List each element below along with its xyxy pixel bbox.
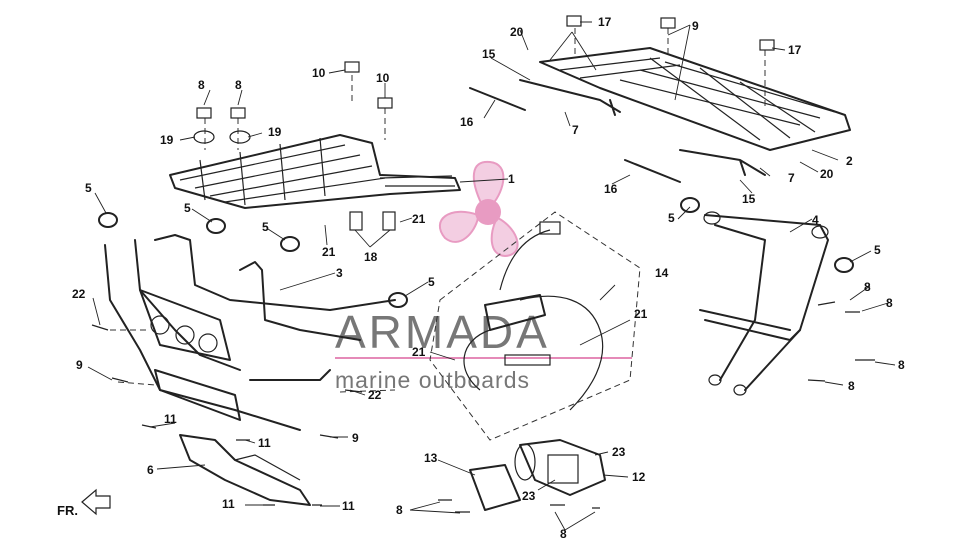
callout-8: 8	[898, 358, 905, 372]
callout-20: 20	[510, 25, 524, 39]
callout-12: 12	[632, 470, 646, 484]
rear-frame	[699, 211, 829, 396]
callout-17: 17	[788, 43, 802, 57]
front-direction-arrow	[81, 488, 111, 516]
callout-5: 5	[184, 201, 191, 215]
callout-21: 21	[634, 307, 648, 321]
callout-21: 21	[412, 212, 426, 226]
callout-5: 5	[85, 181, 92, 195]
wiring-harness	[463, 221, 604, 411]
callout-11: 11	[222, 497, 235, 511]
callout-1: 1	[508, 172, 515, 186]
callout-8: 8	[198, 78, 205, 92]
callout-14: 14	[655, 266, 669, 280]
front-rack	[169, 134, 461, 209]
callout-8: 8	[864, 280, 871, 294]
callout-9: 9	[352, 431, 359, 445]
callout-10: 10	[376, 71, 390, 85]
watermark-brand: ARMADA	[335, 306, 550, 358]
callout-3: 3	[336, 266, 343, 280]
callout-9: 9	[692, 19, 699, 33]
front-bumper	[104, 234, 396, 431]
watermark-propeller-logo	[438, 160, 519, 258]
callout-8: 8	[848, 379, 855, 393]
callout-22: 22	[72, 287, 86, 301]
callout-16: 16	[604, 182, 618, 196]
callout-11: 11	[342, 499, 355, 513]
callout-5: 5	[428, 275, 435, 289]
callout-15: 15	[742, 192, 756, 206]
watermark-tagline: marine outboards	[335, 367, 530, 393]
callout-8: 8	[886, 296, 893, 310]
callout-8: 8	[396, 503, 403, 517]
callout-22: 22	[368, 388, 382, 402]
wiring-harness-outline	[429, 211, 641, 441]
callout-21: 21	[412, 345, 426, 359]
callout-11: 11	[164, 412, 177, 426]
callout-9: 9	[76, 358, 83, 372]
callout-23: 23	[522, 489, 536, 503]
callout-20: 20	[820, 167, 834, 181]
callout-5: 5	[668, 211, 675, 225]
callout-8: 8	[560, 527, 567, 541]
callout-15: 15	[482, 47, 496, 61]
rear-rack	[519, 47, 851, 176]
callout-7: 7	[788, 171, 795, 185]
callout-7: 7	[572, 123, 579, 137]
callout-18: 18	[364, 250, 378, 264]
callout-17: 17	[598, 15, 612, 29]
callout-8: 8	[235, 78, 242, 92]
callout-4: 4	[812, 213, 819, 227]
callout-5: 5	[262, 220, 269, 234]
skid-plate	[179, 434, 311, 506]
callout-5: 5	[874, 243, 881, 257]
callout-11: 11	[258, 436, 271, 450]
fasteners	[91, 15, 875, 513]
winch	[469, 439, 606, 511]
callout-23: 23	[612, 445, 626, 459]
callout-6: 6	[147, 463, 154, 477]
callout-leaders	[87, 21, 896, 531]
callout-16: 16	[460, 115, 474, 129]
callout-21: 21	[322, 245, 336, 259]
callout-13: 13	[424, 451, 438, 465]
dashed-leaders	[110, 28, 766, 393]
front-direction-label: FR.	[57, 503, 78, 518]
callout-19: 19	[160, 133, 174, 147]
callout-10: 10	[312, 66, 326, 80]
callout-19: 19	[268, 125, 282, 139]
handle-grip	[469, 87, 681, 183]
callout-2: 2	[846, 154, 853, 168]
